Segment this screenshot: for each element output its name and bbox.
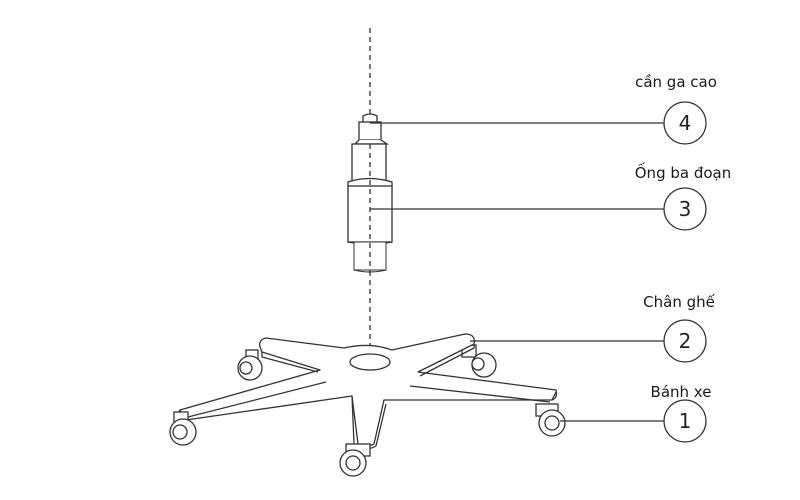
- callout-circle-2: [663, 319, 707, 363]
- base-rim-back-right-leg: [419, 344, 475, 377]
- callout-number-2: 2: [679, 329, 692, 353]
- callout-number-1: 1: [679, 409, 692, 433]
- callout-1: 1 Bánh xe: [651, 383, 712, 443]
- base-rim-right-under: [409, 385, 551, 403]
- caster-wheel-back-left: [237, 349, 263, 381]
- base-rim-back-left-leg: [261, 352, 319, 373]
- five-star-base: [178, 333, 558, 450]
- callout-number-4: 4: [679, 111, 692, 135]
- gas-lift-mid-tube: [351, 143, 387, 183]
- callout-label-3: Ống ba đoạn: [635, 161, 731, 182]
- callout-2: 2 Chân ghế: [643, 293, 716, 363]
- base-rim-right-leg: [551, 391, 557, 401]
- tube-sleeve-body: [347, 185, 393, 243]
- callout-label-4: cần ga cao: [635, 73, 717, 91]
- callout-label-1: Bánh xe: [651, 383, 712, 401]
- caster-wheel-left: [169, 411, 197, 446]
- callout-circle-1: [663, 399, 707, 443]
- base-top-outline: [178, 333, 558, 447]
- callout-4: 4 cần ga cao: [635, 73, 717, 145]
- callout-number-3: 3: [679, 197, 692, 221]
- leader-lines: [370, 122, 664, 422]
- callout-label-2: Chân ghế: [643, 293, 715, 311]
- caster-wheel-front: [339, 443, 371, 477]
- callout-3: 3 Ống ba đoạn: [635, 161, 731, 231]
- callout-circle-4: [663, 101, 707, 145]
- gas-lift-tip: [362, 113, 378, 122]
- caster-wheel-right: [535, 403, 566, 437]
- gas-lift-rod: [358, 121, 382, 141]
- base-hub-socket: [349, 353, 391, 371]
- callout-circle-3: [663, 187, 707, 231]
- caster-wheel-back-right: [461, 344, 497, 378]
